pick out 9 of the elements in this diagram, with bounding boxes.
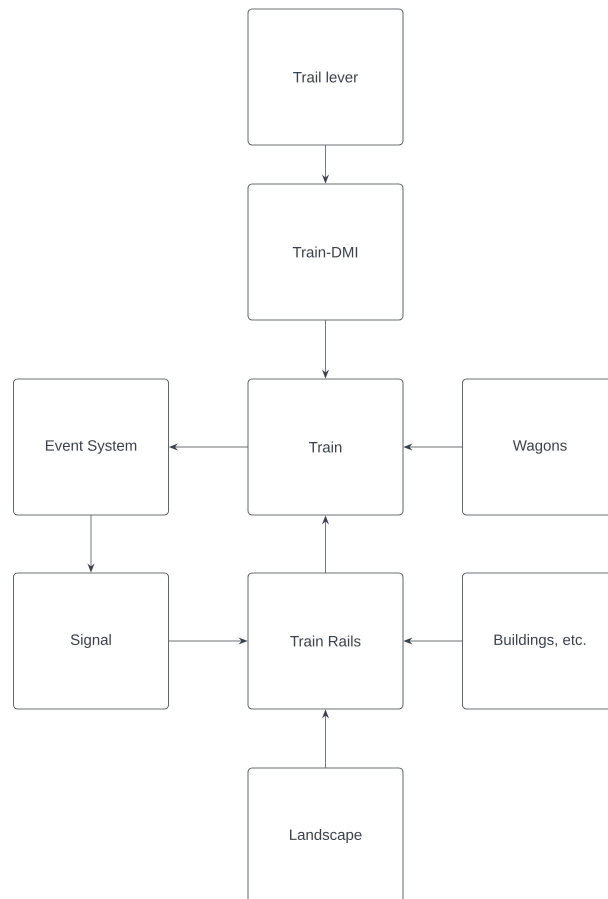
process-box: Signal	[13, 572, 169, 710]
process-box: Buildings, etc.	[462, 572, 608, 710]
process-box: Train Rails	[248, 572, 404, 710]
process-box: Landscape	[248, 768, 404, 899]
process-box: Train-DMI	[248, 184, 404, 320]
process-box: Wagons	[462, 378, 608, 516]
process-box: Train	[248, 378, 404, 516]
process-box: Event System	[13, 378, 169, 516]
process-box: Trail lever	[248, 8, 404, 146]
